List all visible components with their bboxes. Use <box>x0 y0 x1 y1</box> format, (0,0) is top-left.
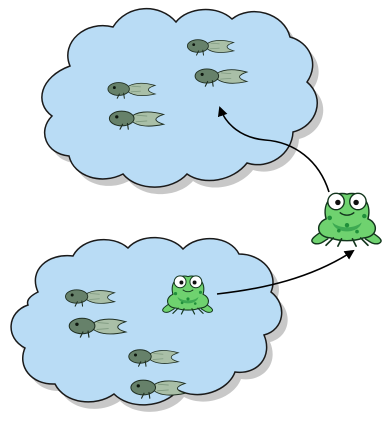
frog-icon <box>312 193 381 246</box>
top-pond-cloud <box>42 9 317 187</box>
top-pond <box>42 9 323 194</box>
bottom-pond <box>11 238 288 412</box>
bottom-pond-cloud <box>11 238 282 405</box>
